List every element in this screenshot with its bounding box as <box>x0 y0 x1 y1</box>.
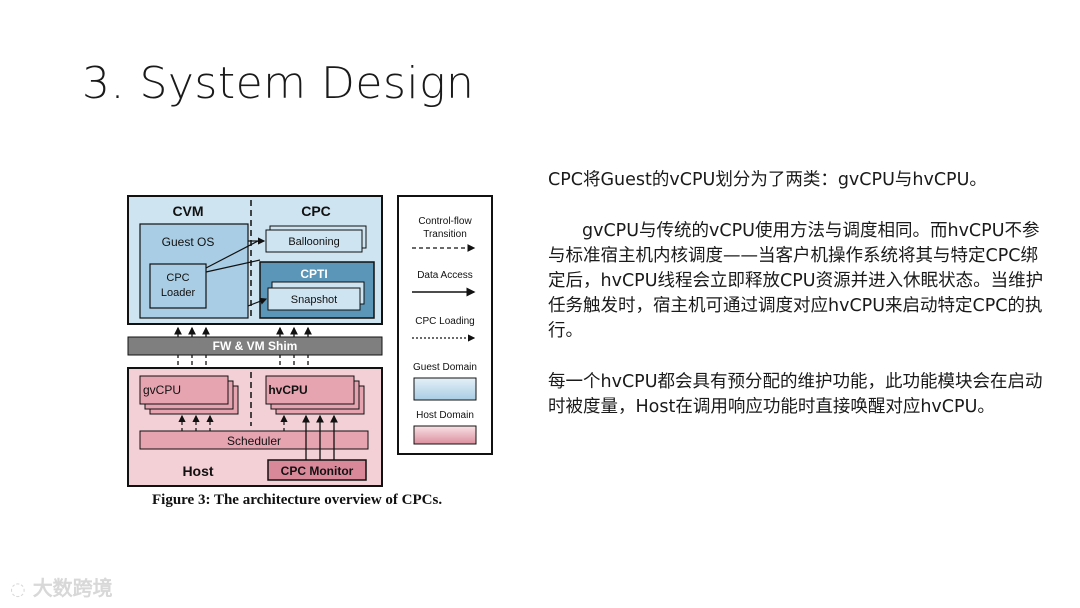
hvcpu-label: hvCPU <box>268 383 307 397</box>
architecture-diagram: CVM CPC Guest OS CPC Loader Ballooning C… <box>127 195 493 487</box>
cpc-loader-line1: CPC <box>166 272 189 284</box>
watermark-logo: ◌ 大数跨境 <box>10 572 113 601</box>
snapshot-box <box>267 287 361 311</box>
cvm-label: CVM <box>172 203 203 219</box>
scheduler-label: Scheduler <box>227 434 281 448</box>
legend-control-flow-line2: Transition <box>423 229 467 240</box>
snapshot-label: Snapshot <box>291 294 337 306</box>
shim-label: FW & VM Shim <box>213 339 298 353</box>
watermark-text: 大数跨境 <box>32 576 113 600</box>
legend-box <box>397 195 493 455</box>
cpti-label: CPTI <box>300 267 327 281</box>
architecture-figure: CVM CPC Guest OS CPC Loader Ballooning C… <box>120 188 500 518</box>
figure-caption: Figure 3: The architecture overview of C… <box>152 492 443 508</box>
legend-host-domain: Host Domain <box>416 410 474 421</box>
legend-cpc-loading: CPC Loading <box>415 316 474 327</box>
watermark-icon: ◌ <box>10 579 26 600</box>
hvcpu-box <box>265 375 355 405</box>
ballooning-box <box>265 229 363 253</box>
gvcpu-label: gvCPU <box>143 383 181 397</box>
body-text: CPC将Guest的vCPU划分为了两类：gvCPU与hvCPU。 gvCPU与… <box>548 168 1048 420</box>
cpc-monitor-box <box>267 459 367 481</box>
shim-bar <box>127 336 383 356</box>
slide-title: 3. System Design <box>82 58 475 109</box>
legend-control-flow-line1: Control-flow <box>418 216 472 227</box>
cpc-loader-box <box>149 263 207 309</box>
gvcpu-box <box>139 375 229 405</box>
host-label: Host <box>182 463 213 479</box>
paragraph-3: 每一个hvCPU都会具有预分配的维护功能，此功能模块会在启动时被度量，Host在… <box>548 372 1043 417</box>
legend-guest-domain: Guest Domain <box>413 362 477 373</box>
cpc-monitor-label: CPC Monitor <box>281 464 354 478</box>
guest-os-label: Guest OS <box>162 235 215 249</box>
ballooning-label: Ballooning <box>288 236 339 248</box>
cpc-label: CPC <box>301 203 331 219</box>
legend-guest-swatch <box>413 377 477 401</box>
legend-host-swatch <box>413 425 477 445</box>
paragraph-1: CPC将Guest的vCPU划分为了两类：gvCPU与hvCPU。 <box>548 170 987 190</box>
paragraph-2: gvCPU与传统的vCPU使用方法与调度相同。而hvCPU不参与标准宿主机内核调… <box>548 221 1044 341</box>
scheduler-bar <box>139 430 369 450</box>
legend-data-access: Data Access <box>417 270 473 281</box>
cpc-loader-line2: Loader <box>161 287 196 299</box>
